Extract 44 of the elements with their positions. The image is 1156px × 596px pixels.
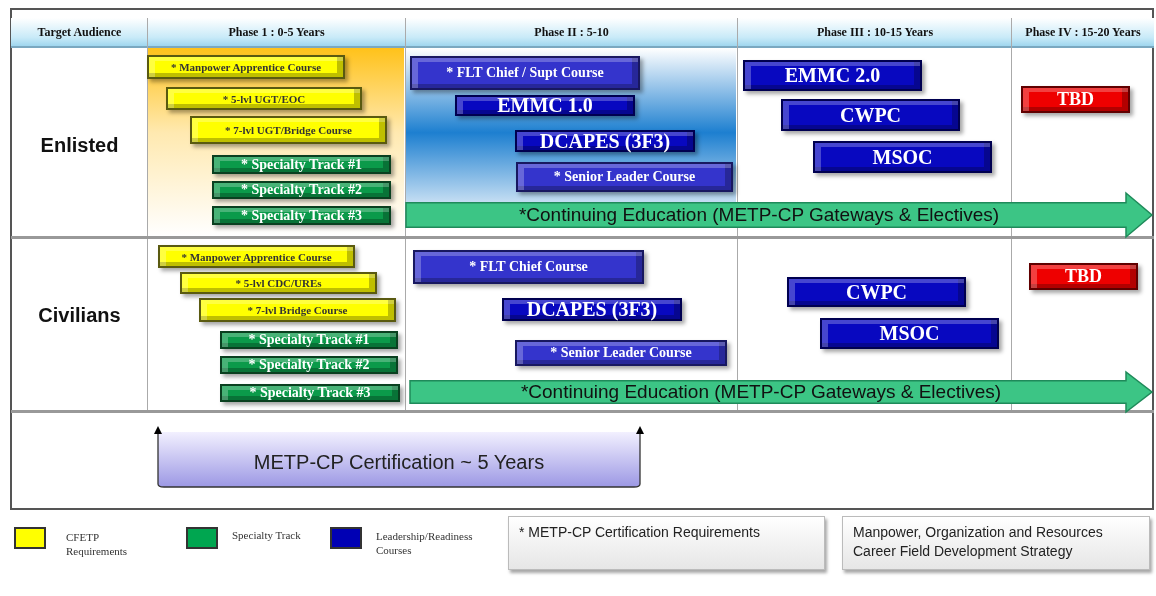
course-bar: * Manpower Apprentice Course (147, 55, 345, 79)
note-text: * METP-CP Certification Requirements (519, 523, 761, 542)
course-bar: * Senior Leader Course (516, 162, 733, 192)
column-heading: Phase IV : 15-20 Years (1024, 23, 1142, 41)
course-bar: CWPC (781, 99, 960, 131)
course-bar: * Specialty Track #3 (220, 384, 400, 402)
legend-text: Specialty Track (232, 528, 302, 542)
note-text: Career Field Development Strategy (853, 542, 1074, 561)
course-bar: * Specialty Track #2 (212, 181, 391, 199)
column-heading: Phase III : 10-15 Years (815, 23, 935, 41)
course-bar: TBD (1029, 263, 1138, 290)
course-bar: DCAPES (3F3) (502, 298, 682, 321)
row-heading: Civilians (37, 302, 122, 328)
course-bar: * FLT Chief Course (413, 250, 644, 284)
course-bar: CWPC (787, 277, 966, 307)
column-heading: Phase 1 : 0-5 Years (227, 23, 326, 41)
course-bar: * 7-lvl Bridge Course (199, 298, 396, 322)
course-bar: * Specialty Track #3 (212, 206, 391, 225)
course-bar: * Manpower Apprentice Course (158, 245, 355, 268)
course-bar: DCAPES (3F3) (515, 130, 695, 152)
course-bar: * 7-lvl UGT/Bridge Course (190, 116, 387, 144)
note-text: Manpower, Organization and Resources (853, 523, 1104, 542)
column-heading: Target Audience (36, 23, 123, 41)
course-bar: * FLT Chief / Supt Course (410, 56, 640, 90)
note-box (842, 516, 1150, 570)
legend-text: Leadership/Readiness Courses (376, 529, 474, 557)
block-arrow: *Continuing Education (METP-CP Gateways & Electives) (410, 372, 1152, 412)
note-box (508, 516, 825, 570)
row-heading: Enlisted (39, 132, 120, 158)
block-arrow: *Continuing Education (METP-CP Gateways & Electives) (406, 193, 1152, 237)
course-bar: EMMC 1.0 (455, 95, 635, 116)
bracket-banner: METP-CP Certification ~ 5 Years (152, 426, 646, 488)
course-bar: MSOC (820, 318, 999, 349)
legend-text: CFETP Requirements (66, 530, 129, 558)
course-bar: * 5-lvl UGT/EOC (166, 87, 362, 110)
course-bar: * Specialty Track #1 (212, 155, 391, 174)
course-bar: MSOC (813, 141, 992, 173)
course-bar: TBD (1021, 86, 1130, 113)
course-bar: * Specialty Track #1 (220, 331, 398, 349)
course-bar: * Specialty Track #2 (220, 356, 398, 374)
course-bar: * Senior Leader Course (515, 340, 727, 366)
column-heading: Phase II : 5-10 (533, 23, 610, 41)
course-bar: EMMC 2.0 (743, 60, 922, 91)
course-bar: * 5-lvl CDC/UREs (180, 272, 377, 294)
